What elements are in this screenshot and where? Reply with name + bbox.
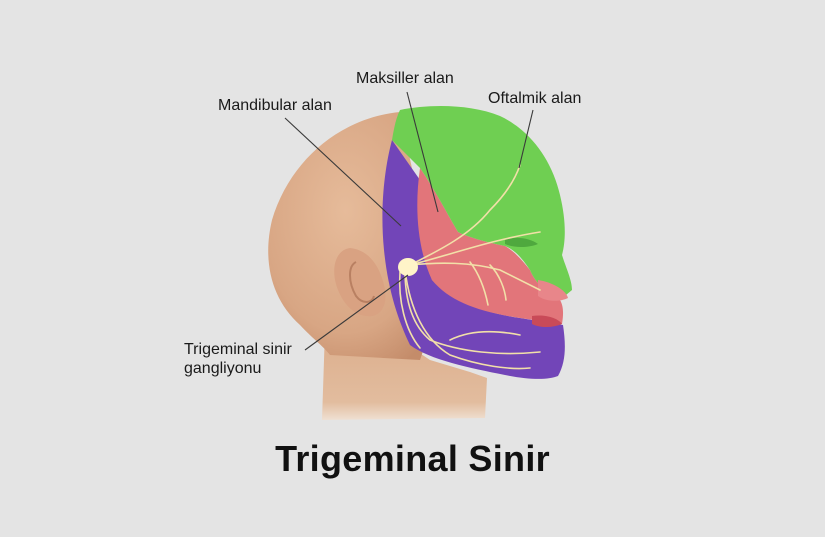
mandibular-region [382, 140, 565, 379]
lips [532, 315, 562, 327]
leader-oftalmik [518, 109, 534, 169]
ophthalmic-region [392, 106, 572, 301]
diagram-title: Trigeminal Sinir [275, 438, 550, 479]
trigeminal-ganglion [398, 258, 418, 276]
leader-ganglion [304, 274, 409, 351]
label-ganglion-line1: Trigeminal sinir [184, 341, 292, 358]
label-ganglion-line2: gangliyonu [184, 360, 262, 377]
label-maksiller-alan: Maksiller alan [356, 70, 454, 87]
eye [505, 237, 538, 247]
label-oftalmik-alan: Oftalmik alan [488, 90, 582, 107]
leader-maksiller [406, 91, 439, 213]
leader-lines [284, 91, 534, 351]
label-trigeminal-ganglion: Trigeminal sinir gangliyonu [184, 340, 292, 378]
nose [538, 280, 568, 301]
maxillary-region [417, 168, 564, 324]
leader-mandibular [284, 117, 402, 227]
label-mandibular-alan: Mandibular alan [218, 97, 332, 114]
